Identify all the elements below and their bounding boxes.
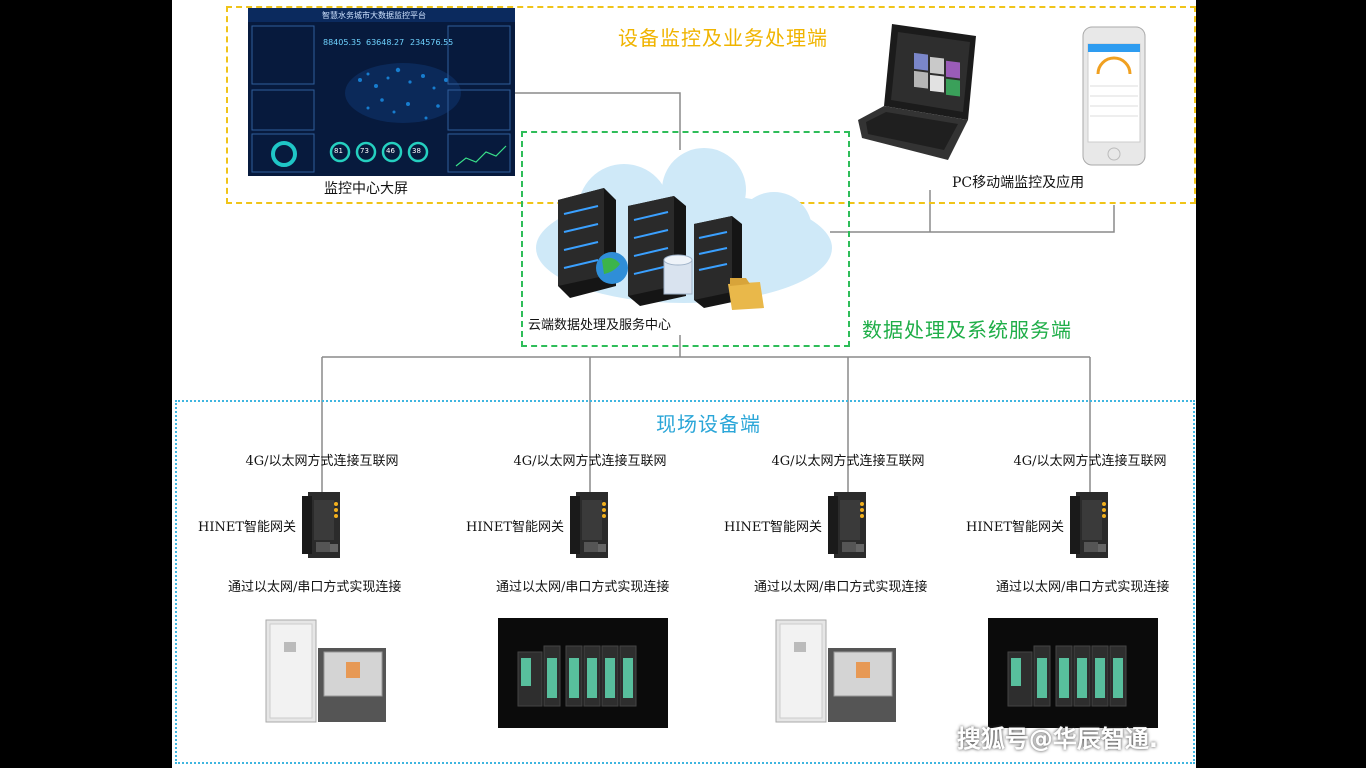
laptop-icon	[858, 24, 976, 160]
control-cabinet-image	[265, 619, 386, 723]
gateway-label: HINET智能网关	[198, 520, 297, 535]
connection-internet-label: 4G/以太网方式连接互联网	[245, 454, 399, 469]
connection-internet-label: 4G/以太网方式连接互联网	[771, 454, 925, 469]
connection-local-label: 通过以太网/串口方式实现连接	[496, 580, 670, 595]
connection-local-label: 通过以太网/串口方式实现连接	[754, 580, 928, 595]
connection-internet-label: 4G/以太网方式连接互联网	[1013, 454, 1167, 469]
dashboard-stat-1: 88405.35	[323, 38, 362, 47]
dashboard-screen-image: 智慧水务城市大数据监控平台 88405.35 63648.27 234576.5…	[248, 8, 515, 176]
big-screen-label: 监控中心大屏	[324, 181, 408, 197]
dashboard-title: 智慧水务城市大数据监控平台	[322, 11, 426, 20]
gateway-device-icon	[828, 492, 866, 558]
plc-module-image	[988, 618, 1158, 728]
monitoring-section-title: 设备监控及业务处理端	[618, 26, 828, 50]
plc-module-image	[498, 618, 668, 728]
data-processing-section-title: 数据处理及系统服务端	[862, 318, 1072, 342]
cloud-server-illustration	[536, 148, 832, 310]
field-section-box	[175, 400, 1195, 764]
cloud-to-phone-line	[830, 205, 1115, 233]
dashboard-stat-3: 234576.55	[410, 38, 454, 47]
phone-icon	[1082, 26, 1146, 166]
gateway-device-icon	[302, 492, 340, 558]
gauge-value-1: 81	[334, 147, 343, 155]
pc-mobile-label: PC移动端监控及应用	[952, 175, 1085, 191]
control-cabinet-image	[775, 619, 896, 723]
gateway-label: HINET智能网关	[724, 520, 823, 535]
connection-local-label: 通过以太网/串口方式实现连接	[228, 580, 402, 595]
gauge-value-2: 73	[360, 147, 369, 155]
gateway-label: HINET智能网关	[466, 520, 565, 535]
field-section-title: 现场设备端	[656, 412, 761, 436]
diagram-canvas: 设备监控及业务处理端 数据处理及系统服务端 现场设备端	[172, 0, 1196, 768]
connection-internet-label: 4G/以太网方式连接互联网	[513, 454, 667, 469]
gauge-value-3: 46	[386, 147, 395, 155]
cloud-center-label: 云端数据处理及服务中心	[528, 318, 672, 333]
gateway-device-icon	[570, 492, 608, 558]
gateway-device-icon	[1070, 492, 1108, 558]
connection-local-label: 通过以太网/串口方式实现连接	[996, 580, 1170, 595]
watermark-text: 搜狐号@华辰智通.	[956, 725, 1158, 753]
gauge-value-4: 38	[412, 147, 421, 155]
dashboard-stat-2: 63648.27	[366, 38, 405, 47]
data-processing-section-box	[521, 131, 850, 347]
gateway-label: HINET智能网关	[966, 520, 1065, 535]
